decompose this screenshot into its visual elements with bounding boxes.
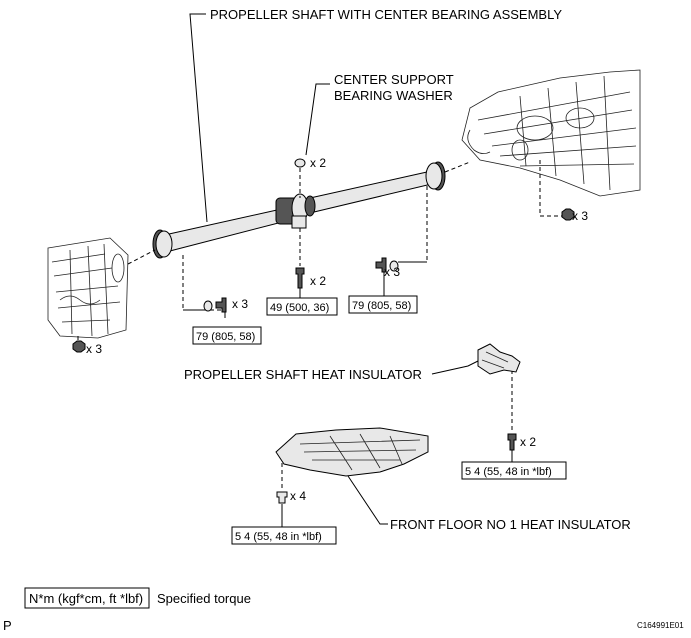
heat-insulator-label: PROPELLER SHAFT HEAT INSULATOR xyxy=(184,367,422,382)
torque-box-left xyxy=(192,326,262,345)
center-washer-label-2: BEARING WASHER xyxy=(334,88,453,103)
insulator-bolt-icon xyxy=(507,433,517,451)
figure-code: C164991E01 xyxy=(637,621,684,630)
legend-box-text: N*m (kgf*cm, ft *lbf) xyxy=(29,591,143,606)
washer-top-qty: x 2 xyxy=(310,156,326,170)
bolt-center-qty: x 2 xyxy=(310,274,326,288)
torque-box-center xyxy=(266,297,338,316)
floor-clip-qty: x 4 xyxy=(290,489,306,503)
torque-floor: 5 4 (55, 48 in *lbf) xyxy=(235,531,322,543)
left-washer-icon xyxy=(203,300,213,312)
torque-box-floor xyxy=(231,526,337,545)
right-bolt-icon xyxy=(375,257,387,273)
right-washer-icon xyxy=(389,260,399,272)
propeller-shaft xyxy=(152,161,446,259)
front-floor-insulator-label: FRONT FLOOR NO 1 HEAT INSULATOR xyxy=(390,517,631,532)
front-floor-heat-insulator xyxy=(275,427,429,477)
transmission-illustration xyxy=(47,237,129,339)
torque-insulator: 5 4 (55, 48 in *lbf) xyxy=(465,466,552,478)
torque-box-right xyxy=(348,295,418,314)
torque-center: 49 (500, 36) xyxy=(270,302,329,314)
insulator-bolt-qty: x 2 xyxy=(520,435,536,449)
nut-left-qty: x 3 xyxy=(86,342,102,356)
legend-box xyxy=(24,587,150,609)
propeller-shaft-label: PROPELLER SHAFT WITH CENTER BEARING ASSE… xyxy=(210,7,562,22)
left-bolt-icon xyxy=(215,297,227,313)
center-washer-icon xyxy=(294,158,306,168)
torque-right: 79 (805, 58) xyxy=(352,300,411,312)
right-nut-icon xyxy=(561,208,575,221)
legend-text: Specified torque xyxy=(157,591,251,606)
bolt-right-qty: x 3 xyxy=(384,265,400,279)
floor-clip-icon xyxy=(276,491,288,504)
differential-illustration xyxy=(461,69,641,197)
torque-left: 79 (805, 58) xyxy=(196,331,255,343)
heat-insulator-bracket xyxy=(477,343,521,375)
fasteners xyxy=(72,158,575,504)
bolt-left-qty: x 3 xyxy=(232,297,248,311)
center-washer-label-1: CENTER SUPPORT xyxy=(334,72,454,87)
nut-right-qty: x 3 xyxy=(572,209,588,223)
center-bolt-icon xyxy=(295,267,305,289)
torque-box-insulator xyxy=(461,461,567,480)
page-letter: P xyxy=(3,618,12,633)
left-nut-icon xyxy=(72,340,86,353)
